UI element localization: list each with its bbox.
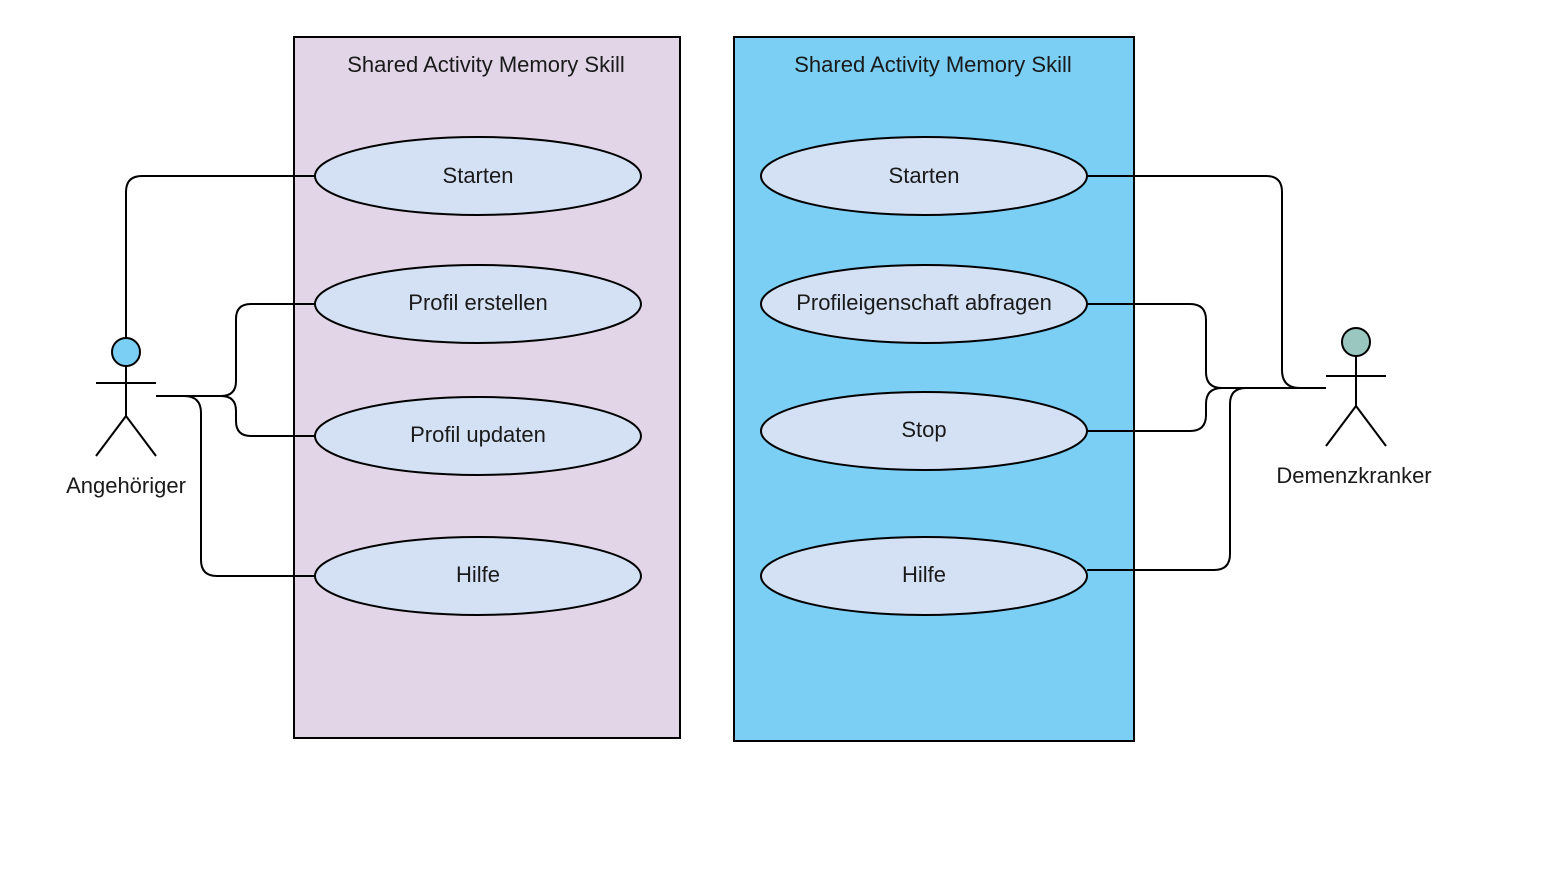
- usecase-left-starten[interactable]: Starten: [314, 136, 642, 216]
- usecases-left: Starten Profil erstellen Profil updaten …: [314, 136, 642, 616]
- usecase-ellipse: [760, 264, 1088, 344]
- connector-angehoeriger-profil-updaten: [156, 395, 315, 437]
- usecases-right: Starten Profileigenschaft abfragen Stop …: [760, 136, 1088, 616]
- usecase-label: Profileigenschaft abfragen: [796, 290, 1052, 315]
- usecase-ellipse: [760, 536, 1088, 616]
- usecase-right-stop[interactable]: Stop: [760, 391, 1088, 471]
- actor-leg-right: [1355, 405, 1387, 447]
- usecase-right-profileigenschaft-abfragen[interactable]: Profileigenschaft abfragen: [760, 264, 1088, 344]
- actor-leg-right: [125, 415, 157, 457]
- actor-leg-left: [95, 415, 127, 457]
- connector-demenzkranker-profileigenschaft: [1087, 303, 1326, 389]
- actor-left-label: Angehöriger: [66, 473, 186, 498]
- usecase-right-starten[interactable]: Starten: [760, 136, 1088, 216]
- connector-angehoeriger-hilfe: [183, 395, 315, 577]
- actor-leg-left: [1325, 405, 1357, 447]
- usecase-ellipse: [314, 264, 642, 344]
- actor-head: [1341, 327, 1371, 357]
- connector-angehoeriger-profil-erstellen: [156, 303, 315, 397]
- actor-head: [111, 337, 141, 367]
- usecase-label: Hilfe: [902, 562, 946, 587]
- actor-right-label: Demenzkranker: [1276, 463, 1431, 488]
- usecase-left-hilfe[interactable]: Hilfe: [314, 536, 642, 616]
- usecase-right-hilfe[interactable]: Hilfe: [760, 536, 1088, 616]
- usecase-ellipse: [760, 391, 1088, 471]
- connector-angehoeriger-starten: [125, 175, 315, 337]
- stick-figure-icon: [95, 337, 157, 457]
- usecase-left-profil-updaten[interactable]: Profil updaten: [314, 396, 642, 476]
- usecase-label: Starten: [889, 163, 960, 188]
- actor-demenzkranker[interactable]: Demenzkranker: [1276, 327, 1432, 488]
- system-right-title: Shared Activity Memory Skill: [794, 52, 1072, 77]
- usecase-label: Stop: [901, 417, 946, 442]
- usecase-ellipse: [314, 396, 642, 476]
- usecase-label: Profil erstellen: [408, 290, 547, 315]
- connectors-right: [1087, 175, 1326, 571]
- usecase-ellipse: [314, 136, 642, 216]
- usecase-label: Hilfe: [456, 562, 500, 587]
- usecase-ellipse: [314, 536, 642, 616]
- system-left-title: Shared Activity Memory Skill: [347, 52, 625, 77]
- usecase-label: Starten: [443, 163, 514, 188]
- usecase-label: Profil updaten: [410, 422, 546, 447]
- connector-demenzkranker-stop: [1087, 387, 1326, 432]
- stick-figure-icon: [1325, 327, 1387, 447]
- actor-angehoeriger[interactable]: Angehöriger: [66, 337, 186, 498]
- connectors-left: [125, 175, 315, 577]
- usecase-ellipse: [760, 136, 1088, 216]
- connector-demenzkranker-hilfe: [1087, 387, 1326, 571]
- usecase-left-profil-erstellen[interactable]: Profil erstellen: [314, 264, 642, 344]
